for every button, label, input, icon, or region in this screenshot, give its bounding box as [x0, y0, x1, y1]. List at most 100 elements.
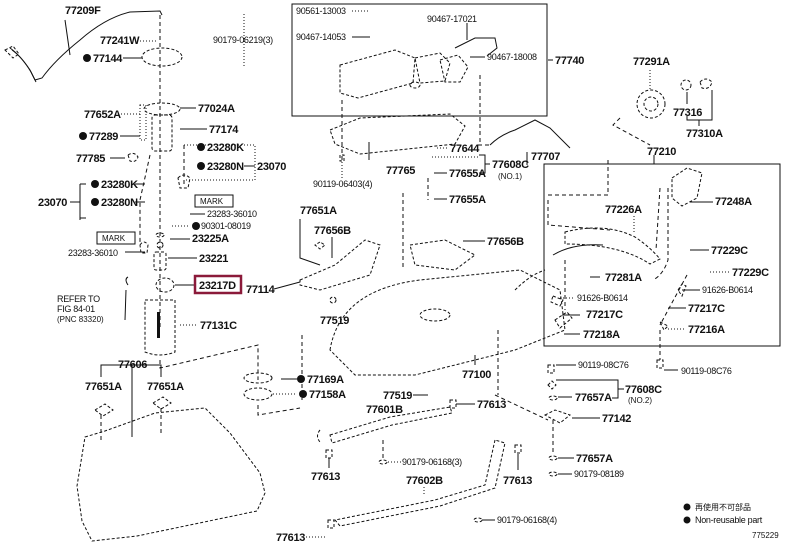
- label-77024A[interactable]: 77024A: [198, 103, 235, 115]
- label-90179-06168-3[interactable]: 90179-06168(3): [402, 457, 462, 467]
- label-77241W[interactable]: 77241W: [100, 35, 140, 47]
- label-77291A[interactable]: 77291A: [633, 56, 670, 68]
- bracket-77142: [543, 409, 572, 424]
- label-77158A[interactable]: 77158A: [309, 389, 346, 401]
- mark-label-2: MARK: [102, 234, 126, 243]
- label-77169A[interactable]: 77169A: [307, 374, 344, 386]
- label-77131C[interactable]: 77131C: [200, 320, 237, 332]
- label-77216A[interactable]: 77216A: [688, 324, 725, 336]
- legend-text-en: Non-reusable part: [695, 515, 763, 525]
- label-23280K-a[interactable]: 23280K: [207, 142, 244, 154]
- label-90301-08019[interactable]: 90301-08019: [201, 221, 251, 231]
- label-77707[interactable]: 77707: [531, 151, 561, 163]
- label-77655A-a[interactable]: 77655A: [449, 168, 486, 180]
- label-77217C-a[interactable]: 77217C: [586, 309, 623, 321]
- label-23225A[interactable]: 23225A: [192, 233, 229, 245]
- label-77248A[interactable]: 77248A: [715, 196, 752, 208]
- label-90179-08189[interactable]: 90179-08189: [574, 469, 624, 479]
- label-77217C-b[interactable]: 77217C: [688, 303, 725, 315]
- label-77657A-b[interactable]: 77657A: [576, 453, 613, 465]
- hanger-group: [543, 364, 572, 477]
- label-77655A-b[interactable]: 77655A: [449, 194, 486, 206]
- label-77765[interactable]: 77765: [386, 165, 416, 177]
- canister-box: [291, 3, 548, 117]
- label-77613-b[interactable]: 77613: [311, 471, 341, 483]
- label-77210[interactable]: 77210: [647, 146, 677, 158]
- label-77652A[interactable]: 77652A: [84, 109, 121, 121]
- label-77608C-2-note: (NO.2): [628, 396, 652, 405]
- label-77316[interactable]: 77316: [673, 107, 703, 119]
- label-77608C-2[interactable]: 77608C: [625, 384, 662, 396]
- label-23283-36010-b[interactable]: 23283-36010: [68, 248, 118, 258]
- label-77613-c[interactable]: 77613: [503, 475, 533, 487]
- label-23070-b[interactable]: 23070: [38, 197, 68, 209]
- label-77785[interactable]: 77785: [76, 153, 106, 165]
- label-23280N-b[interactable]: 23280N: [101, 197, 138, 209]
- protector-77606: [76, 407, 266, 542]
- label-90179-06168-4[interactable]: 90179-06168(4): [497, 515, 557, 525]
- label-90467-17021[interactable]: 90467-17021: [427, 14, 477, 24]
- label-91626-B0614-a[interactable]: 91626-B0614: [577, 293, 628, 303]
- mark-label-1: MARK: [200, 197, 224, 206]
- label-77218A[interactable]: 77218A: [583, 329, 620, 341]
- breather-77707: [489, 119, 571, 149]
- label-77656B-b[interactable]: 77656B: [487, 236, 524, 248]
- canister-group: [339, 37, 498, 160]
- label-77226A[interactable]: 77226A: [605, 204, 642, 216]
- label-23217D[interactable]: 23217D: [199, 280, 236, 292]
- label-77740[interactable]: 77740: [555, 55, 585, 67]
- label-77601B[interactable]: 77601B: [366, 404, 403, 416]
- label-77142[interactable]: 77142: [602, 413, 632, 425]
- label-77606[interactable]: 77606: [118, 359, 148, 371]
- label-77229C-b[interactable]: 77229C: [732, 267, 769, 279]
- label-77519-b[interactable]: 77519: [383, 390, 413, 402]
- label-77651A-b[interactable]: 77651A: [147, 381, 184, 393]
- label-91626-B0614-b[interactable]: 91626-B0614: [702, 285, 753, 295]
- label-77281A[interactable]: 77281A: [605, 272, 642, 284]
- label-77289[interactable]: 77289: [89, 131, 119, 143]
- label-90561-13003[interactable]: 90561-13003: [296, 6, 346, 16]
- tank-77100: [329, 269, 566, 376]
- label-77519-a[interactable]: 77519: [320, 315, 350, 327]
- label-90119-06403[interactable]: 90119-06403(4): [313, 179, 373, 189]
- label-77657A-a[interactable]: 77657A: [575, 392, 612, 404]
- labels: 77209F 77241W 77144 90179-06219(3) 77652…: [38, 5, 769, 544]
- label-77651A-c[interactable]: 77651A: [300, 205, 337, 217]
- label-77100[interactable]: 77100: [462, 369, 492, 381]
- label-77174[interactable]: 77174: [209, 124, 240, 136]
- label-77310A[interactable]: 77310A: [686, 128, 723, 140]
- label-90179-06219[interactable]: 90179-06219(3): [213, 35, 273, 45]
- strap-77601B: [329, 406, 453, 444]
- label-90467-14053[interactable]: 90467-14053: [296, 32, 346, 42]
- label-23283-36010-a[interactable]: 23283-36010: [207, 209, 257, 219]
- jet-pump-77131C: [144, 299, 176, 356]
- label-77613-a[interactable]: 77613: [477, 399, 507, 411]
- label-77651A-a[interactable]: 77651A: [85, 381, 122, 393]
- label-77114[interactable]: 77114: [246, 284, 276, 296]
- tank-protector-group: [76, 396, 266, 542]
- label-90119-08C76-a[interactable]: 90119-08C76: [578, 360, 629, 370]
- label-23221[interactable]: 23221: [199, 253, 229, 265]
- shield-77765: [329, 113, 466, 155]
- highlight-box-23217D[interactable]: [193, 274, 243, 295]
- label-77613-d[interactable]: 77613: [276, 532, 306, 544]
- label-90467-18008[interactable]: 90467-18008: [487, 52, 537, 62]
- label-23070-a[interactable]: 23070: [257, 161, 287, 173]
- label-90119-08C76-b[interactable]: 90119-08C76: [681, 366, 732, 376]
- label-77608C-1[interactable]: 77608C: [492, 159, 529, 171]
- gasket-77169A: [243, 372, 273, 384]
- label-77656B-a[interactable]: 77656B: [314, 225, 351, 237]
- label-77229C-a[interactable]: 77229C: [711, 245, 748, 257]
- mark-box-1: [194, 194, 234, 208]
- label-77602B[interactable]: 77602B: [406, 475, 443, 487]
- label-23280N-a[interactable]: 23280N: [207, 161, 244, 173]
- fuel-tank-group: [299, 178, 566, 421]
- fuel-pump-group: [4, 10, 259, 380]
- label-77144[interactable]: 77144: [93, 53, 124, 65]
- label-77209F[interactable]: 77209F: [65, 5, 101, 17]
- label-77644[interactable]: 77644: [450, 143, 481, 155]
- label-23280K-b[interactable]: 23280K: [101, 179, 138, 191]
- cap-77291A: [636, 89, 666, 119]
